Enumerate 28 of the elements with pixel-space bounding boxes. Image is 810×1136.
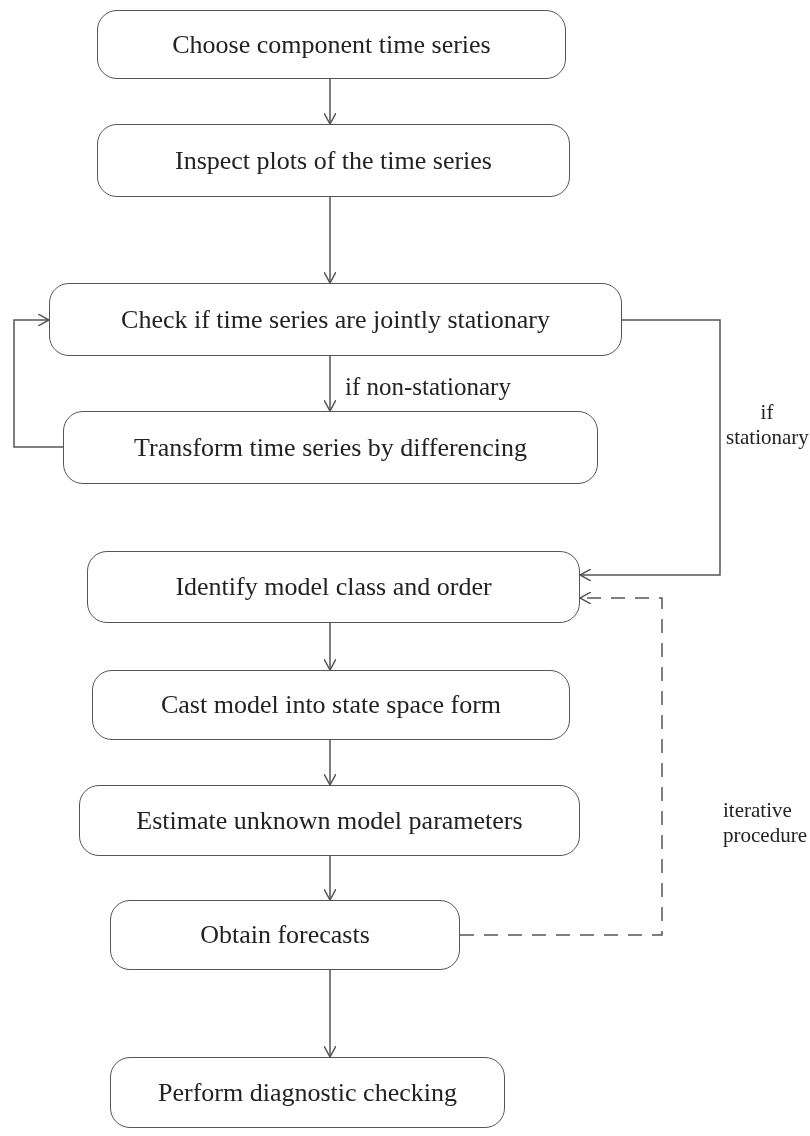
box-label: Inspect plots of the time series (175, 145, 492, 176)
process-box (110, 1057, 505, 1128)
process-box (49, 283, 622, 356)
arrow (323, 78, 337, 125)
process-box (97, 124, 570, 197)
arrow (323, 739, 337, 786)
box-label: Obtain forecasts (200, 920, 370, 950)
arrow (459, 591, 663, 936)
process-box (87, 551, 580, 623)
box-label: Perform diagnostic checking (158, 1077, 457, 1108)
process-box (110, 900, 460, 970)
arrow (323, 855, 337, 901)
box-label: Cast model into state space form (160, 690, 502, 720)
box-label: Transform time series by differencing (134, 432, 527, 463)
box-label: Choose component time series (172, 29, 491, 60)
arrow (13, 313, 64, 448)
process-box (79, 785, 580, 856)
box-label: Check if time series are jointly stationary (121, 304, 550, 335)
process-box (97, 10, 566, 79)
arrow (323, 196, 337, 284)
arrow (323, 622, 337, 671)
box-label: Estimate unknown model parameters (136, 805, 523, 836)
box-label: Identify model class and order (175, 572, 492, 602)
arrow (323, 969, 337, 1058)
process-box (63, 411, 598, 484)
arrow (579, 319, 721, 582)
arrow (323, 355, 337, 412)
process-box (92, 670, 570, 740)
